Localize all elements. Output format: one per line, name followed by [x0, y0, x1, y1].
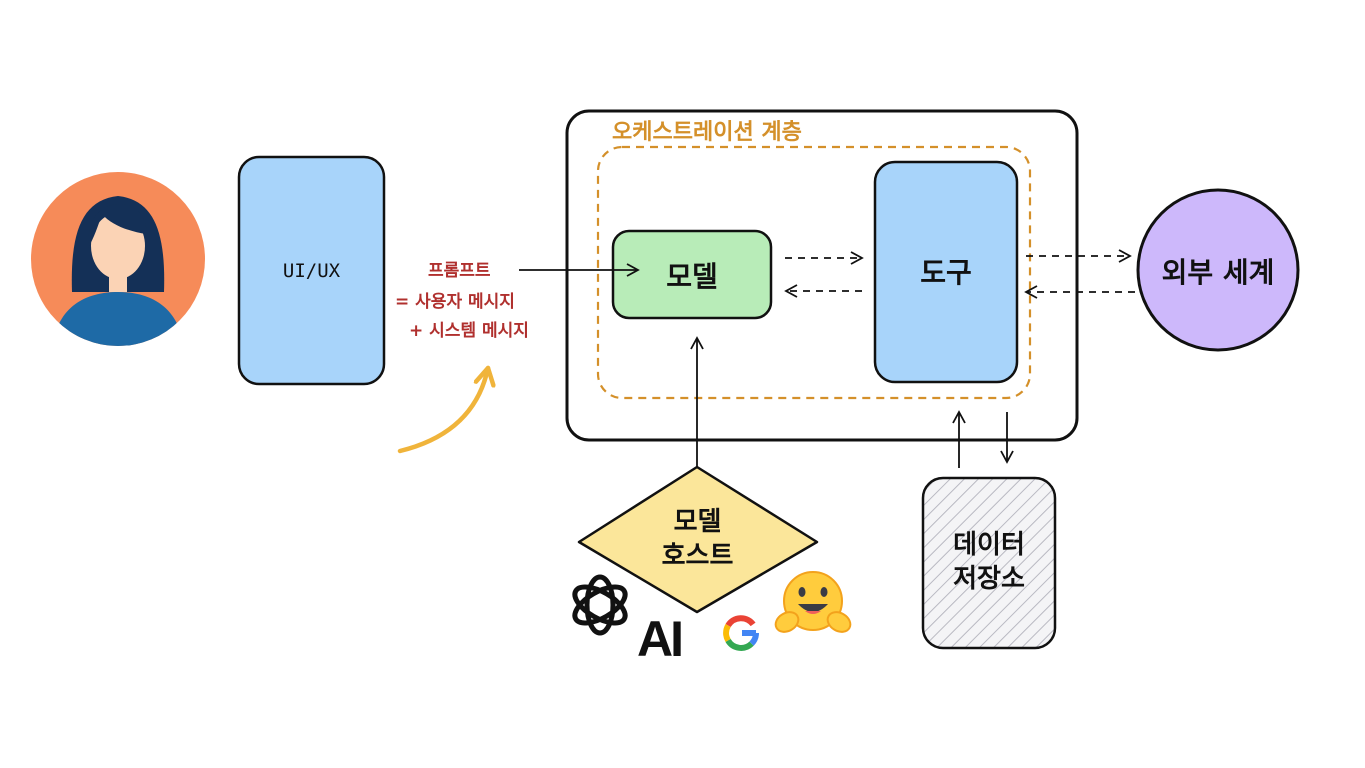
user-avatar — [31, 172, 205, 346]
openai-icon — [572, 574, 628, 636]
model-host-diamond — [577, 465, 819, 614]
model-host-line1: 모델 — [673, 507, 722, 537]
external-world-circle — [1136, 188, 1300, 352]
data-store-box — [921, 476, 1057, 650]
tool-box — [873, 160, 1019, 384]
tool-label: 도구 — [920, 256, 972, 289]
model-host-line2: 호스트 — [661, 541, 734, 571]
prompt-system-message: + 시스템 메시지 — [409, 321, 529, 341]
prompt-title: 프롬프트 — [428, 261, 491, 281]
model-label: 모델 — [666, 259, 718, 293]
orchestration-title: 오케스트레이션 계층 — [612, 120, 802, 145]
curved-highlight-arrow — [397, 365, 488, 454]
orchestration-dashed-boundary — [596, 145, 1032, 400]
external-world-label: 외부 세계 — [1161, 256, 1275, 289]
google-icon — [723, 615, 759, 651]
data-store-line2: 저장소 — [953, 564, 1025, 594]
data-store-label: 데이터 저장소 — [923, 528, 1055, 596]
data-store-line1: 데이터 — [953, 530, 1025, 560]
prompt-user-message: = 사용자 메시지 — [395, 292, 515, 312]
orchestration-box — [565, 109, 1079, 442]
hugging-face-icon — [774, 571, 852, 633]
anthropic-icon: AI — [637, 611, 684, 667]
model-host-label: 모델 호스트 — [630, 505, 765, 573]
model-box — [611, 229, 773, 320]
ui-ux-box — [237, 155, 386, 386]
ui-ux-label: UI/UX — [282, 260, 341, 282]
